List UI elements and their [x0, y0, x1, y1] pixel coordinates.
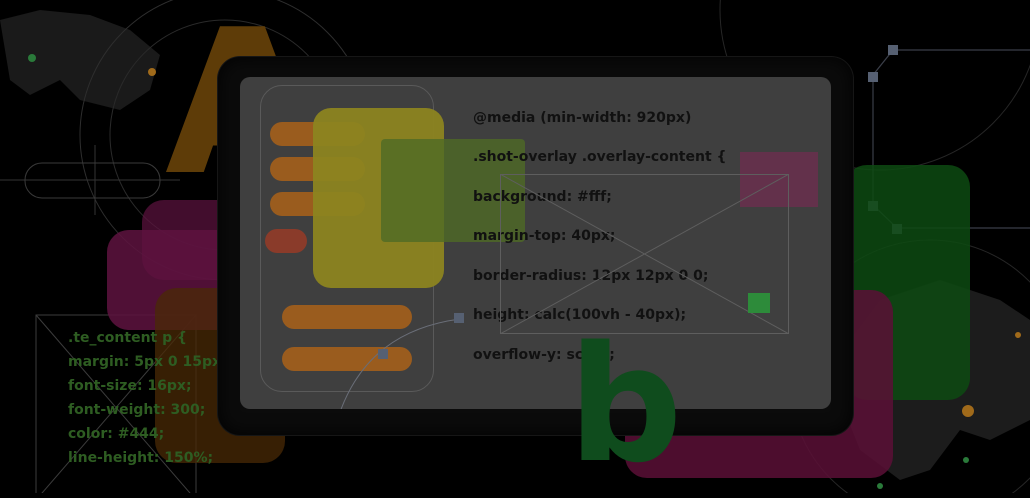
connector-line	[340, 313, 464, 409]
pill-outline	[24, 162, 161, 199]
side-code-line: font-size: 16px;	[68, 378, 192, 394]
decor-letter-b: b	[568, 311, 683, 498]
code-line: @media (min-width: 920px)	[473, 110, 692, 126]
code-line: overflow-y: scroll;	[473, 347, 615, 363]
code-line: margin-top: 40px;	[473, 228, 616, 244]
monitor-screen: @media (min-width: 920px) .shot-overlay …	[240, 77, 831, 409]
image-placeholder-frame	[500, 174, 789, 334]
orange-pill-small	[265, 229, 307, 253]
world-map-left	[0, 10, 160, 110]
orange-pill-wide	[282, 347, 412, 371]
side-code-line: line-height: 150%;	[68, 450, 214, 466]
side-code-line: color: #444;	[68, 426, 165, 442]
code-line: border-radius: 12px 12px 0 0;	[473, 268, 709, 284]
code-line: .shot-overlay .overlay-content {	[473, 149, 727, 165]
side-code-line: font-weight: 300;	[68, 402, 206, 418]
orange-pill-wide	[282, 305, 412, 329]
side-code-line: margin: 5px 0 15px 0;	[68, 354, 242, 370]
side-code-line: .te_content p {	[68, 330, 187, 346]
green-square	[748, 293, 770, 313]
